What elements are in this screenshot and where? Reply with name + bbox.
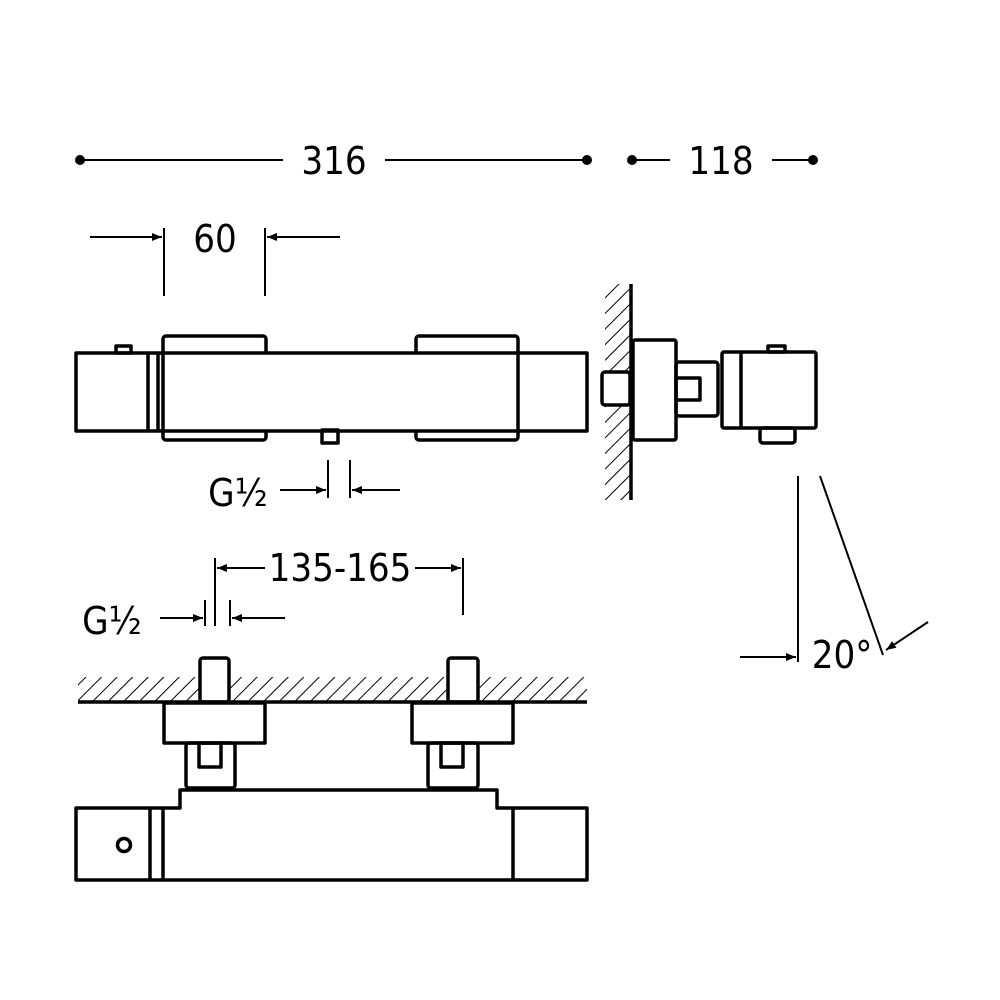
outlet-icon xyxy=(320,428,340,445)
label-depth: 118 xyxy=(688,139,753,183)
label-overall-length: 316 xyxy=(301,139,366,183)
dimension-316: 316 xyxy=(75,139,592,183)
side-view xyxy=(600,284,818,500)
label-inlet-thread: G½ xyxy=(82,599,142,643)
label-outlet-thread: G½ xyxy=(208,471,268,515)
label-handle-width: 60 xyxy=(193,217,237,261)
label-tilt-angle: 20° xyxy=(812,633,873,677)
dimension-outlet-thread: G½ xyxy=(208,460,400,515)
front-view xyxy=(74,334,589,445)
dimension-60: 60 xyxy=(90,217,340,296)
plan-view xyxy=(74,656,589,882)
hex-screw-icon xyxy=(115,836,133,854)
dimension-tilt-angle: 20° xyxy=(740,475,929,677)
dimension-inlet-spacing: 135-165 xyxy=(214,546,464,626)
label-inlet-spacing: 135-165 xyxy=(269,546,412,590)
dimension-118: 118 xyxy=(627,139,818,183)
dimension-inlet-thread: G½ xyxy=(82,599,285,643)
